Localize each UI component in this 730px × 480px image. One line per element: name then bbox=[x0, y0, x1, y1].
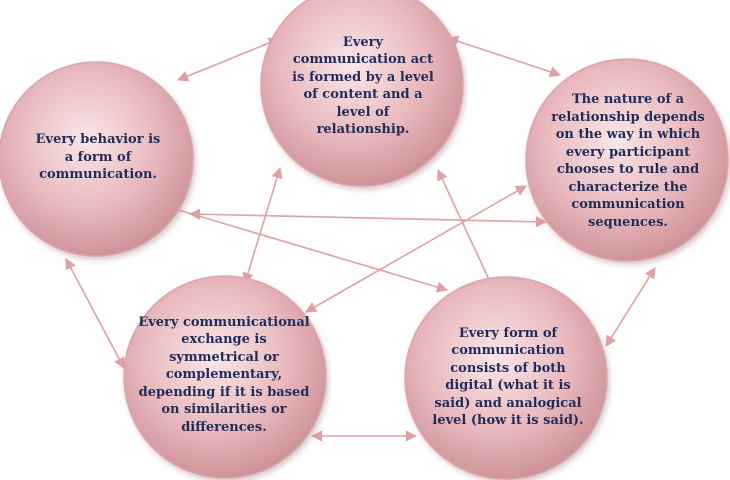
node-relationship-circle bbox=[525, 58, 729, 262]
node-exchange-text: Every communicational exchange is symmet… bbox=[138, 314, 310, 435]
arrow-behavior-content bbox=[176, 37, 281, 82]
node-content-circle bbox=[260, 0, 464, 187]
node-exchange-circle bbox=[123, 275, 327, 479]
arrow-content-digital bbox=[437, 168, 494, 290]
node-digital-text: Every form of communication consists of … bbox=[432, 325, 584, 429]
arrow-content-relationship bbox=[446, 35, 562, 78]
node-content-text: Every communication act is formed by a l… bbox=[292, 34, 434, 138]
arrow-content-exchange bbox=[242, 166, 283, 285]
arrow-behavior-relationship bbox=[188, 208, 548, 228]
node-relationship-text: The nature of a relationship depends on … bbox=[551, 92, 705, 230]
arrow-relationship-exchange bbox=[305, 185, 527, 313]
arrow-behavior-exchange bbox=[65, 258, 125, 369]
connector-arrows bbox=[65, 35, 656, 442]
node-digital-circle bbox=[404, 276, 608, 480]
arrow-relationship-digital bbox=[605, 267, 656, 347]
node-behavior-circle bbox=[0, 61, 194, 257]
node-behavior-text: Every behavior is a form of communicatio… bbox=[35, 132, 161, 183]
